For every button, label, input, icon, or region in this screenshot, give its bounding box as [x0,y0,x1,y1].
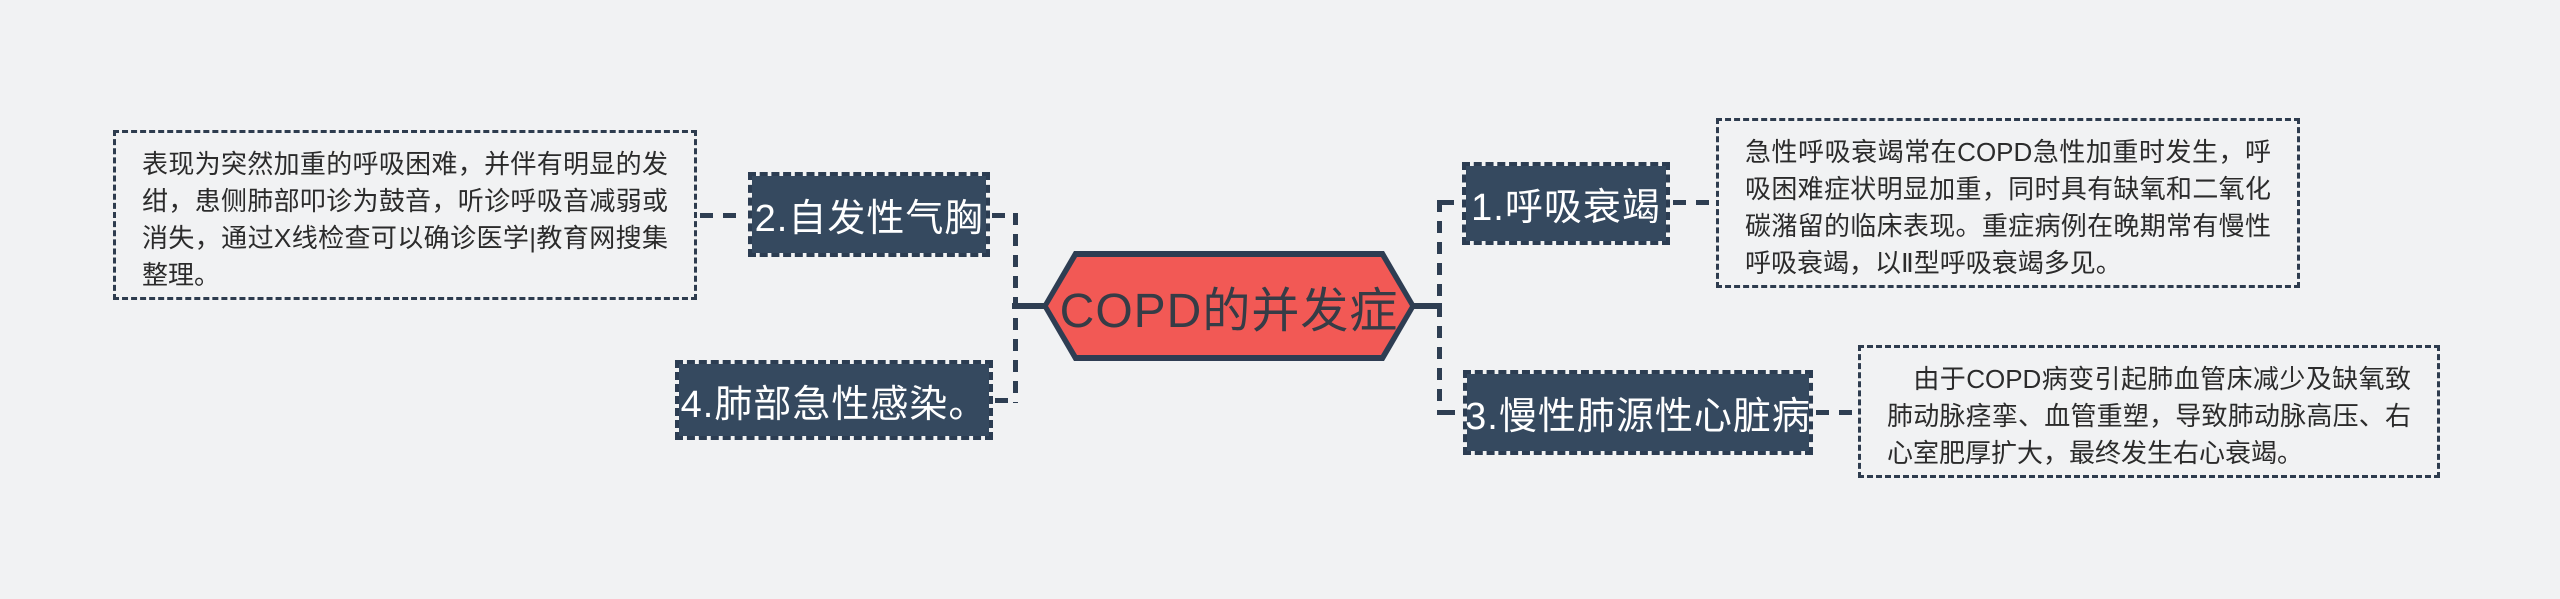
connector-spine-to-respiratory-failure [1441,200,1462,205]
note-cor-pulmonale[interactable]: 由于COPD病变引起肺血管床减少及缺氧致肺动脉痉挛、血管重塑，导致肺动脉高压、右… [1858,345,2440,478]
branch-node-cor-pulmonale-label: 3.慢性肺源性心脏病 [1465,396,1811,438]
branch-node-lung-infection[interactable]: 4.肺部急性感染。 [675,360,993,440]
connector-right-spine [1437,200,1442,415]
branch-node-pneumothorax[interactable]: 2.自发性气胸 [748,172,990,257]
connector-note-to-pneumothorax [700,213,746,218]
center-topic-label: COPD的并发症 [1059,285,1399,338]
connector-respiratory-failure-to-note [1673,200,1716,205]
connector-left-stub [1012,303,1048,309]
connector-right-stub [1410,303,1442,309]
branch-node-respiratory-failure-label: 1.呼吸衰竭 [1471,187,1661,229]
connector-pneumothorax-to-spine [992,213,1018,218]
connector-cor-pulmonale-to-note [1816,410,1858,415]
note-respiratory-failure[interactable]: 急性呼吸衰竭常在COPD急性加重时发生，呼吸困难症状明显加重，同时具有缺氧和二氧… [1716,118,2300,288]
branch-node-respiratory-failure[interactable]: 1.呼吸衰竭 [1462,162,1670,245]
branch-node-cor-pulmonale[interactable]: 3.慢性肺源性心脏病 [1463,370,1813,455]
connector-spine-to-cor-pulmonale [1442,410,1463,415]
branch-node-pneumothorax-label: 2.自发性气胸 [754,198,984,240]
center-topic-node[interactable]: COPD的并发症 [1042,251,1416,361]
connector-lung-infection-to-spine [995,398,1018,403]
center-topic-hexagon: COPD的并发症 [1048,257,1410,355]
branch-node-lung-infection-label: 4.肺部急性感染。 [680,383,988,426]
note-pneumothorax[interactable]: 表现为突然加重的呼吸困难，并伴有明显的发绀，患侧肺部叩诊为鼓音，听诊呼吸音减弱或… [113,130,697,300]
